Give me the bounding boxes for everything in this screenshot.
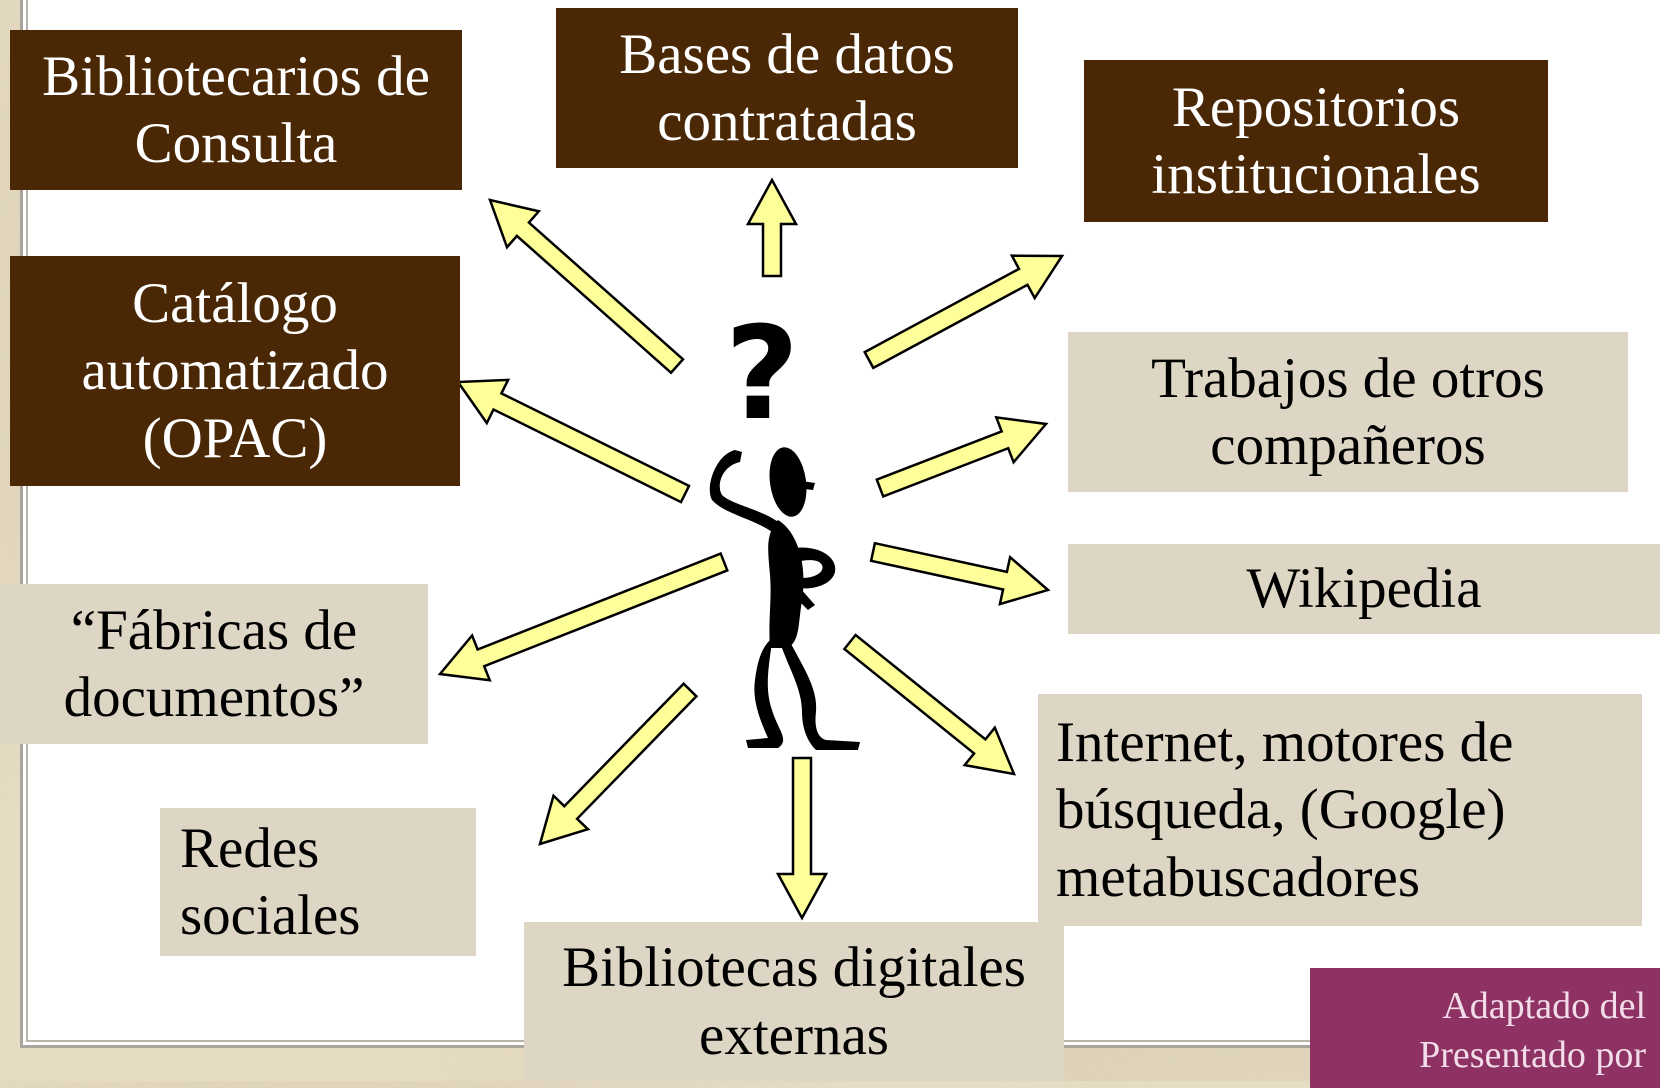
question-mark: ? (725, 300, 799, 449)
box-bases-datos: Bases de datos contratadas (556, 8, 1018, 168)
arrow-to-redes (538, 681, 699, 846)
box-bibliotecas-digitales-label: Bibliotecas digitales externas (562, 936, 1026, 1067)
box-internet: Internet, motores de búsqueda, (Google) … (1038, 694, 1642, 926)
box-redes-label: Redes sociales (180, 816, 361, 947)
arrow-to-internet (842, 633, 1017, 776)
credit-box: Adaptado del Presentado por (1310, 968, 1660, 1088)
box-bibliotecarios: Bibliotecarios de Consulta (10, 30, 462, 190)
box-bibliotecas-digitales: Bibliotecas digitales externas (524, 922, 1064, 1081)
arrow-to-repositorios (863, 254, 1065, 370)
box-repositorios-label: Repositorios institucionales (1151, 75, 1481, 206)
thinking-person-icon: ? (709, 300, 860, 750)
box-redes: Redes sociales (160, 808, 476, 956)
arrow-to-catalogo (455, 378, 691, 504)
box-bases-datos-label: Bases de datos contratadas (619, 22, 955, 153)
credit-line-2: Presentado por (1419, 1034, 1646, 1077)
box-fabricas: “Fábricas de documentos” (0, 584, 428, 744)
box-internet-label: Internet, motores de búsqueda, (Google) … (1056, 711, 1514, 909)
box-trabajos: Trabajos de otros compañeros (1068, 332, 1628, 492)
box-wikipedia: Wikipedia (1068, 544, 1660, 634)
arrow-to-trabajos (875, 415, 1049, 499)
box-fabricas-label: “Fábricas de documentos” (63, 598, 365, 729)
arrow-to-bibliotecarios (488, 198, 685, 375)
box-trabajos-label: Trabajos de otros compañeros (1151, 346, 1545, 477)
arrow-to-bibliotecas-digitales (775, 756, 829, 921)
credit-line-1: Adaptado del (1442, 985, 1646, 1027)
arrow-to-bases-datos (745, 177, 799, 278)
arrow-to-fabricas (437, 551, 729, 682)
box-bibliotecarios-label: Bibliotecarios de Consulta (42, 44, 430, 175)
arrow-to-wikipedia (869, 541, 1051, 606)
box-repositorios: Repositorios institucionales (1084, 60, 1548, 222)
box-catalogo: Catálogo automatizado (OPAC) (10, 256, 460, 486)
box-catalogo-label: Catálogo automatizado (OPAC) (81, 272, 389, 470)
box-wikipedia-label: Wikipedia (1246, 557, 1482, 621)
